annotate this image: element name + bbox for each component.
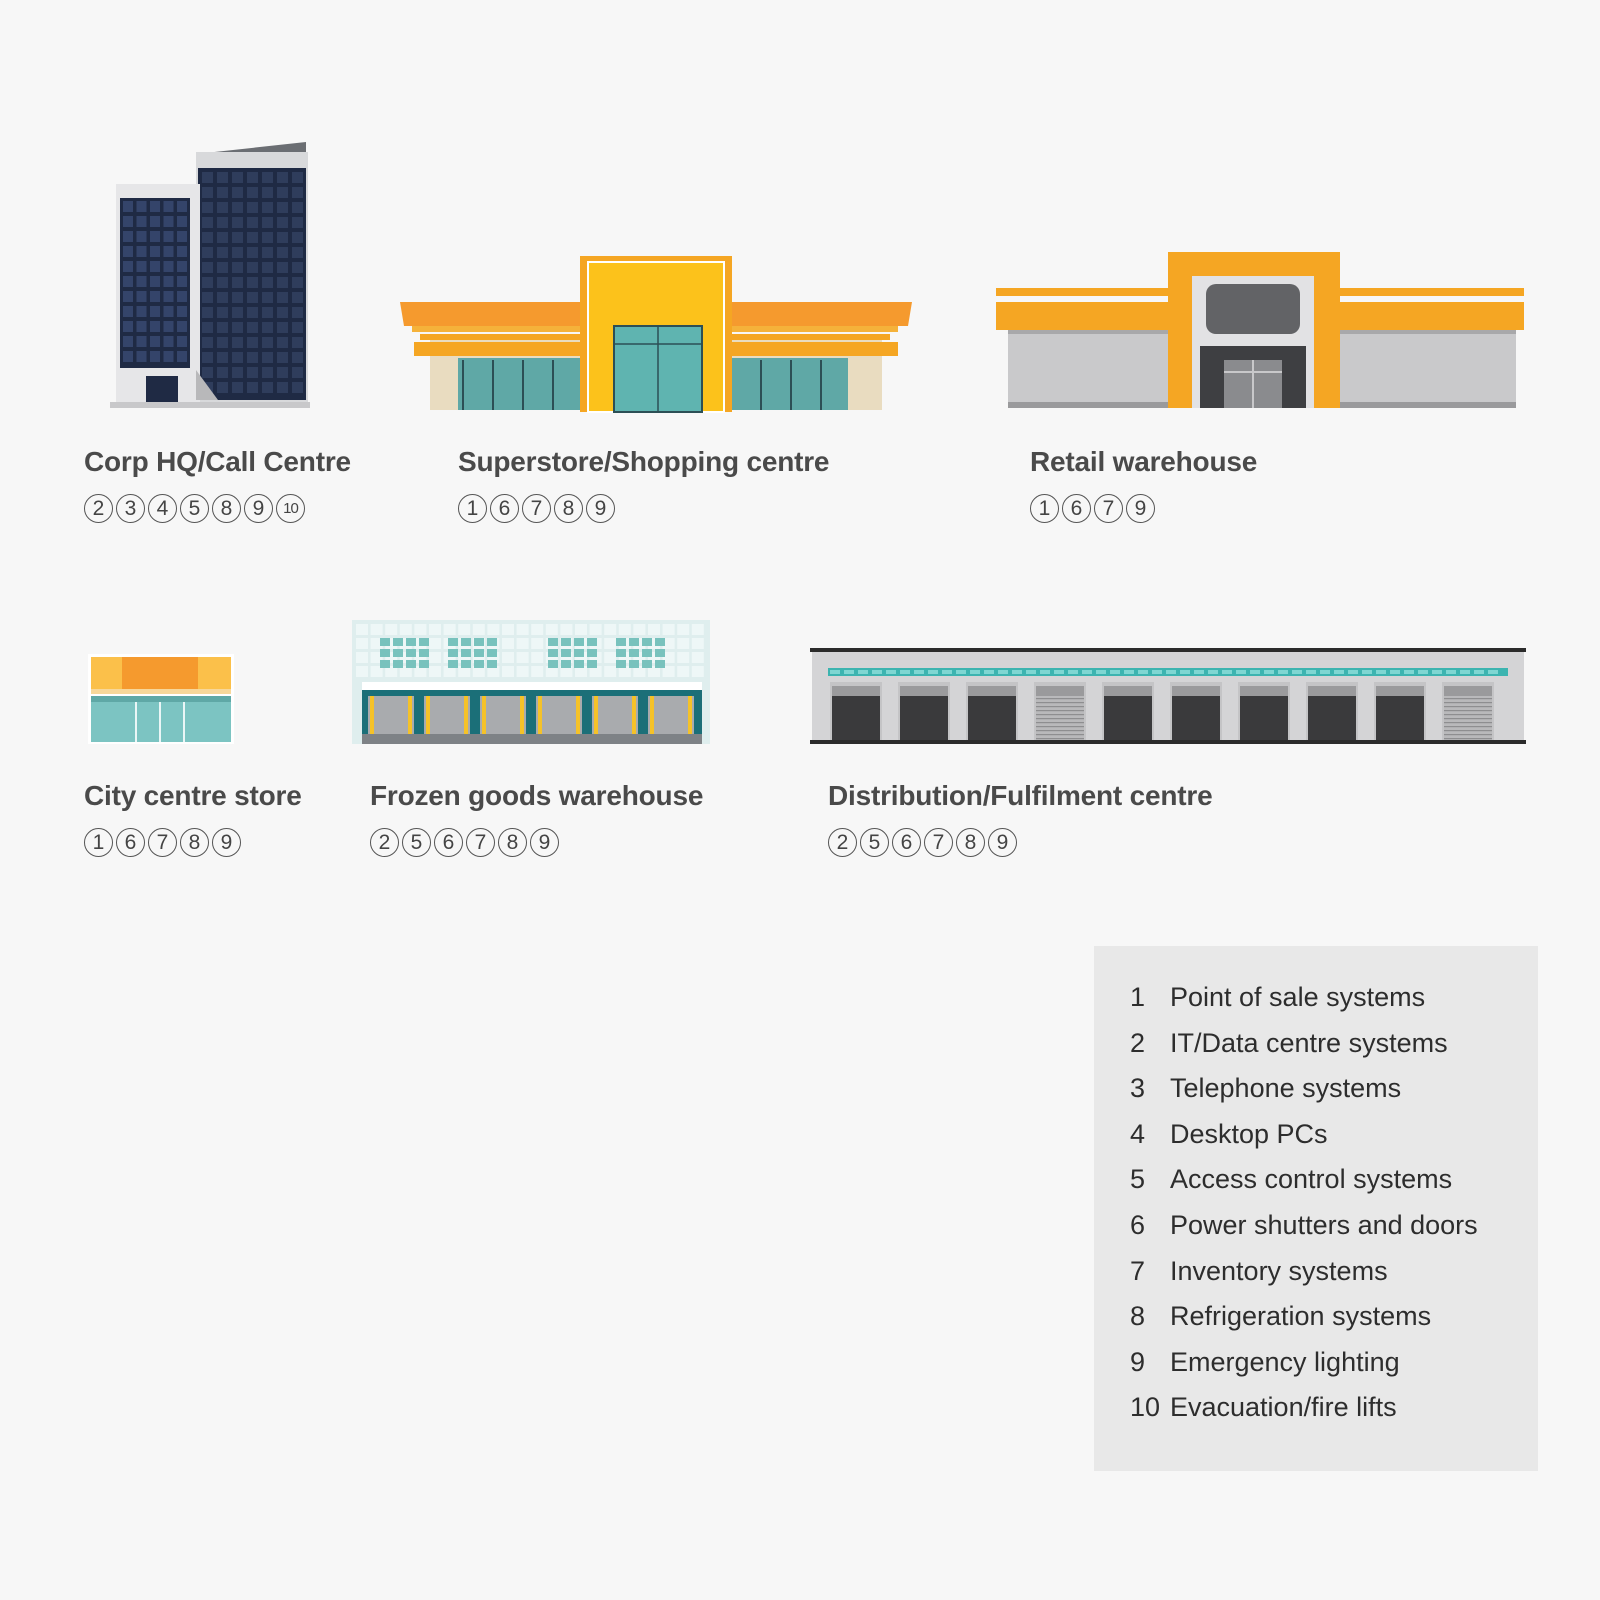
legend-number: 2 <box>1130 1027 1146 1058</box>
system-code-badge: 9 <box>586 494 615 523</box>
office-tower-icon <box>110 142 310 408</box>
distribution-centre-icon <box>810 648 1526 744</box>
system-code-badge: 6 <box>116 828 145 857</box>
retail-warehouse-icon <box>996 252 1524 408</box>
legend-label: IT/Data centre systems <box>1170 1027 1448 1058</box>
legend-item: 5 Access control systems <box>1130 1164 1452 1195</box>
building-name: Retail warehouse <box>1030 446 1258 477</box>
legend-number: 10 <box>1130 1392 1161 1423</box>
system-code-badge: 7 <box>1094 494 1123 523</box>
system-code-badge: 3 <box>116 494 145 523</box>
legend-label: Telephone systems <box>1170 1073 1402 1104</box>
system-code-badge: 7 <box>148 828 177 857</box>
legend-number: 5 <box>1130 1164 1146 1195</box>
legend-number: 3 <box>1130 1073 1146 1104</box>
building-name: Superstore/Shopping centre <box>458 446 830 477</box>
building-name: Corp HQ/Call Centre <box>84 446 351 477</box>
system-code-badge: 9 <box>212 828 241 857</box>
superstore-icon <box>400 256 912 413</box>
system-code-badge: 5 <box>860 828 889 857</box>
system-code-badge: 6 <box>434 828 463 857</box>
system-code-badge: 9 <box>1126 494 1155 523</box>
system-code-badge: 9 <box>244 494 273 523</box>
building-name: City centre store <box>84 780 302 811</box>
system-code-badge: 8 <box>180 828 209 857</box>
building-name: Distribution/Fulfilment centre <box>828 780 1213 811</box>
system-code-badge: 5 <box>180 494 209 523</box>
system-code-badge: 2 <box>370 828 399 857</box>
system-code-badge: 7 <box>924 828 953 857</box>
system-code-badge: 2 <box>828 828 857 857</box>
legend-label: Access control systems <box>1170 1164 1453 1195</box>
frozen-warehouse-icon <box>352 620 710 744</box>
legend-label: Power shutters and doors <box>1170 1210 1478 1240</box>
legend-number: 6 <box>1130 1210 1146 1240</box>
legend-number: 7 <box>1130 1255 1146 1286</box>
system-code-badge: 8 <box>498 828 527 857</box>
legend-item: 2 IT/Data centre systems <box>1130 1028 1448 1059</box>
system-code-badge: 6 <box>1062 494 1091 523</box>
legend-panel: 1 Point of sale systems 2 IT/Data centre sy… <box>1094 946 1538 1471</box>
legend-item: 9 Emergency lighting <box>1130 1347 1400 1378</box>
system-code-badge: 8 <box>212 494 241 523</box>
legend-item: 4 Desktop PCs <box>1130 1119 1328 1150</box>
legend-item: 6 Power shutters and doors <box>1130 1210 1478 1241</box>
legend-label: Emergency lighting <box>1170 1346 1400 1377</box>
legend-number: 9 <box>1130 1346 1146 1377</box>
legend-number: 1 <box>1130 982 1146 1012</box>
system-code-badge: 2 <box>84 494 113 523</box>
system-code-badge: 9 <box>530 828 559 857</box>
system-code-badge: 7 <box>522 494 551 523</box>
legend-number: 8 <box>1130 1301 1146 1332</box>
legend-label: Inventory systems <box>1170 1255 1388 1286</box>
legend-item: 8 Refrigeration systems <box>1130 1301 1431 1332</box>
legend-label: Refrigeration systems <box>1170 1301 1432 1332</box>
system-code-badge: 8 <box>554 494 583 523</box>
system-code-badge: 4 <box>148 494 177 523</box>
system-code-badge: 10 <box>276 494 305 523</box>
building-name: Frozen goods warehouse <box>370 780 704 811</box>
system-code-badge: 1 <box>1030 494 1059 523</box>
system-code-badge: 5 <box>402 828 431 857</box>
legend-label: Evacuation/fire lifts <box>1170 1392 1397 1423</box>
system-code-badge: 7 <box>466 828 495 857</box>
legend-item: 10 Evacuation/fire lifts <box>1130 1392 1397 1423</box>
legend-item: 1 Point of sale systems <box>1130 982 1425 1013</box>
city-store-icon <box>88 654 234 744</box>
system-code-badge: 6 <box>892 828 921 857</box>
legend-number: 4 <box>1130 1118 1146 1149</box>
system-code-badge: 1 <box>458 494 487 523</box>
system-code-badge: 9 <box>988 828 1017 857</box>
system-code-badge: 6 <box>490 494 519 523</box>
legend-item: 7 Inventory systems <box>1130 1256 1388 1287</box>
system-code-badge: 8 <box>956 828 985 857</box>
legend-label: Desktop PCs <box>1170 1118 1328 1149</box>
legend-label: Point of sale systems <box>1170 982 1426 1012</box>
legend-item: 3 Telephone systems <box>1130 1073 1401 1104</box>
system-code-badge: 1 <box>84 828 113 857</box>
